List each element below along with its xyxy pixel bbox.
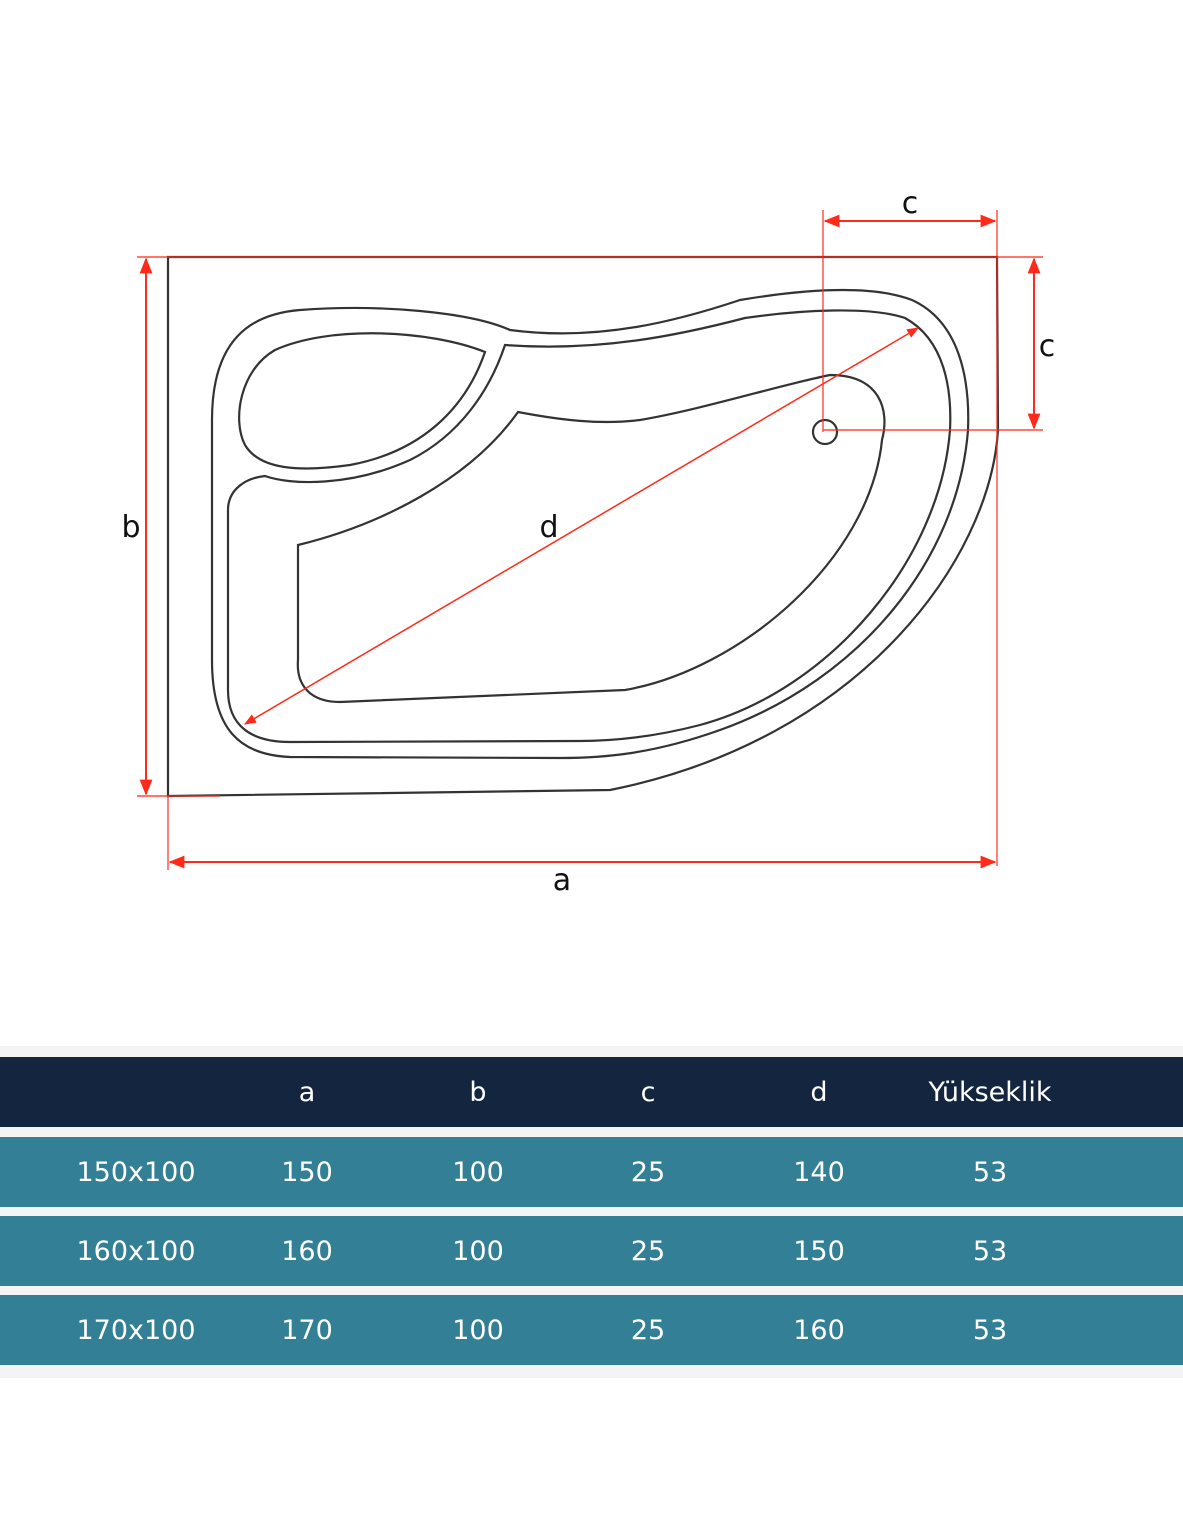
tub-outer-outline — [166, 255, 1000, 798]
seat-outline — [238, 332, 487, 470]
dimension-d — [243, 327, 920, 725]
header-cell: Yükseklik — [928, 1076, 1052, 1108]
table-cell: 170 — [281, 1314, 333, 1346]
label-a: a — [553, 863, 571, 898]
table-cell: 100 — [452, 1156, 504, 1188]
table-cell: 160 — [793, 1314, 845, 1346]
table-row: 160x100 160 100 25 150 53 — [0, 1216, 1183, 1286]
drain-icon — [811, 418, 839, 446]
header-cell: c — [640, 1076, 656, 1108]
label-b: b — [121, 510, 140, 545]
label-d: d — [539, 510, 558, 545]
table-cell: 100 — [452, 1314, 504, 1346]
dimensions-table: a b c d Yükseklik 150x100 150 100 25 140… — [0, 1046, 1183, 1378]
basin-outline — [296, 373, 886, 704]
table-cell: 53 — [972, 1156, 1008, 1188]
table-cell: 53 — [972, 1314, 1008, 1346]
table-row: 150x100 150 100 25 140 53 — [0, 1137, 1183, 1207]
table-cell: 25 — [630, 1235, 666, 1267]
table-row: 170x100 170 100 25 160 53 — [0, 1295, 1183, 1365]
table-cell: 150 — [793, 1235, 845, 1267]
header-cell: b — [469, 1076, 487, 1108]
table-cell: 25 — [630, 1314, 666, 1346]
header-cell: a — [298, 1076, 316, 1108]
table-cell: 170x100 — [76, 1314, 196, 1346]
table-cell: 150x100 — [76, 1156, 196, 1188]
table-cell: 53 — [972, 1235, 1008, 1267]
table-cell: 160 — [281, 1235, 333, 1267]
label-c-top: c — [902, 186, 919, 221]
bathtub-dimension-diagram: c c b a d — [121, 186, 1056, 898]
table-cell: 100 — [452, 1235, 504, 1267]
table-header: a b c d Yükseklik — [0, 1057, 1183, 1127]
table-cell: 160x100 — [76, 1235, 196, 1267]
table-cell: 150 — [281, 1156, 333, 1188]
label-c-right: c — [1039, 329, 1056, 364]
header-cell: d — [810, 1076, 828, 1108]
table-cell: 25 — [630, 1156, 666, 1188]
table-cell: 140 — [793, 1156, 845, 1188]
